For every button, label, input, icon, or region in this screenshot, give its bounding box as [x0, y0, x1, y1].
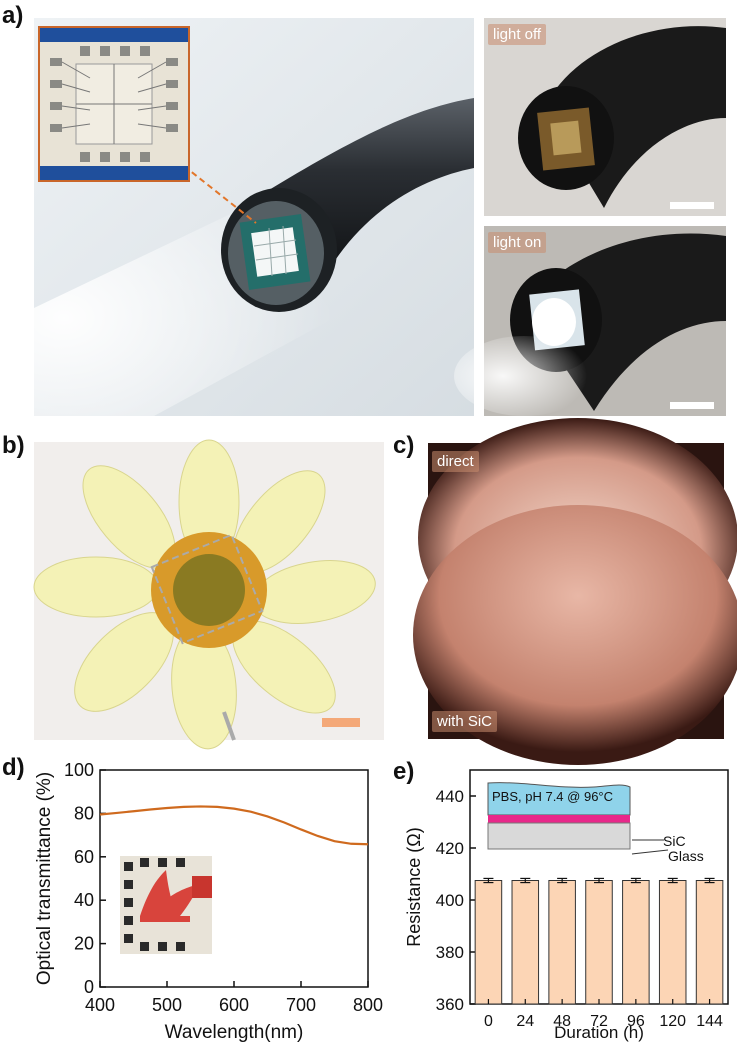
resistance-bar [585, 880, 613, 1005]
x-axis-label: Wavelength(nm) [165, 1022, 304, 1043]
y-tick-label: 440 [436, 787, 464, 806]
x-tick-label: 120 [659, 1013, 686, 1030]
panel-label-b: b) [2, 432, 25, 459]
y-axis-label: Optical transmittance (%) [34, 772, 55, 985]
x-tick-label: 24 [516, 1013, 534, 1030]
sensor-inset [38, 26, 190, 182]
panel-label-a: a) [2, 2, 24, 29]
microscope-with-sic: with SiC [413, 505, 737, 765]
tag-light-on: light on [488, 232, 547, 253]
tag-light-off: light off [488, 24, 547, 45]
panel-label-c: c) [393, 432, 415, 459]
panel-a-render [34, 18, 474, 416]
x-tick-label: 72 [590, 1013, 608, 1030]
panel-label-d: d) [2, 754, 25, 781]
inset-sic-label: SiC [663, 833, 686, 849]
x-tick-label: 600 [219, 995, 249, 1015]
sensor-logo-icon [120, 856, 212, 954]
flower-icon [33, 439, 376, 750]
x-tick-label: 500 [152, 995, 182, 1015]
y-tick-label: 380 [436, 943, 464, 962]
photo-light-on: light on [454, 226, 726, 416]
x-tick-label: 0 [484, 1013, 493, 1030]
flower-photo [33, 439, 384, 750]
resistance-bar [474, 880, 503, 1005]
y-tick-label: 40 [74, 890, 94, 910]
y-tick-label: 60 [74, 847, 94, 867]
y-tick-label: 100 [64, 760, 94, 780]
x-tick-label: 144 [696, 1013, 723, 1030]
inset-glass-label: Glass [668, 848, 704, 864]
endoscope-photo-off [518, 26, 726, 208]
transmittance-series-line [99, 805, 369, 846]
resistance-bar [695, 880, 724, 1005]
x-tick-label: 400 [85, 995, 115, 1015]
layer-stack-icon [487, 782, 631, 850]
inset-pbs-label: PBS, pH 7.4 @ 96°C [492, 789, 614, 804]
transparent-sensor-inset [120, 856, 212, 954]
resistance-bar [658, 880, 687, 1005]
sensor-array-icon [40, 28, 188, 180]
scale-bar [670, 202, 714, 209]
y-tick-label: 420 [436, 839, 464, 858]
layer-stack-inset: PBS, pH 7.4 @ 96°C [484, 779, 632, 851]
scale-bar [322, 718, 360, 727]
y-tick-label: 20 [74, 934, 94, 954]
inset-leader-lines [631, 839, 669, 855]
resistance-bar [622, 880, 650, 1005]
x-axis-label: Duration (h) [554, 1023, 644, 1042]
tag-direct: direct [432, 451, 479, 472]
resistance-bar [511, 880, 540, 1005]
y-tick-label: 80 [74, 803, 94, 823]
y-tick-label: 400 [436, 891, 464, 910]
endoscope-photo-on [454, 226, 726, 416]
tag-with-sic: with SiC [432, 711, 498, 732]
y-tick-label: 0 [84, 977, 94, 997]
y-tick-label: 360 [436, 995, 464, 1014]
y-axis-label: Resistance (Ω) [404, 827, 424, 947]
x-tick-label: 800 [353, 995, 383, 1015]
x-tick-label: 48 [553, 1013, 571, 1030]
endoscope-render [34, 18, 474, 416]
x-tick-label: 96 [627, 1013, 645, 1030]
scale-bar [670, 402, 714, 409]
photo-light-off: light off [484, 18, 726, 216]
transmittance-svg: 400 500 600 700 800 0 20 40 60 80 100Wavelength(nm… [34, 760, 383, 1043]
panel-label-e: e) [393, 758, 415, 785]
x-tick-label: 700 [286, 995, 316, 1015]
resistance-bar [548, 880, 576, 1005]
